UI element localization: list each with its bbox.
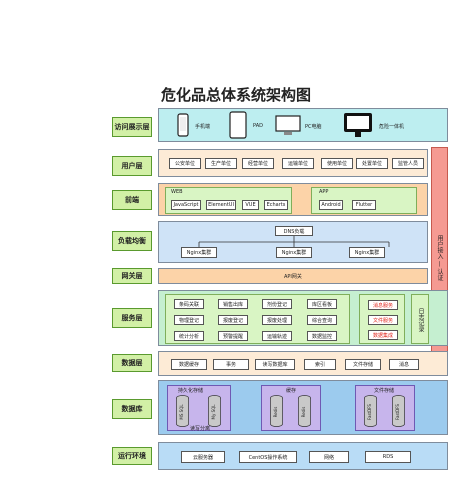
nginx-cluster: Nginx集群: [181, 247, 217, 258]
dns-box: DNS负载: [275, 226, 313, 236]
service-item: 销售出库: [218, 299, 248, 309]
label-lb-layer: 负载均衡: [112, 231, 152, 251]
data-item: 索引: [304, 359, 336, 370]
device-label-kiosk: 危险一体机: [379, 124, 405, 130]
label-gateway-layer: 网关层: [112, 268, 152, 284]
label-db-layer: 数据库: [112, 399, 152, 419]
db-layer: 持久化存储 MS SQL My SQL 读写分离 缓存 Redis Redis …: [158, 380, 448, 435]
mq-item: 数据集成: [368, 330, 398, 340]
user-item: 经营单位: [242, 158, 274, 169]
web-title: WEB: [171, 189, 183, 195]
label-frontend-layer: 前端: [112, 190, 152, 210]
web-item: Echarts: [264, 200, 288, 210]
service-grid: 条码关联 销售出库 剂份登记 库区看板 物理登记 报废登记 报废处理 综合查询 …: [165, 294, 350, 344]
app-item: Flutter: [352, 200, 376, 210]
device-label-phone: 手机端: [195, 124, 211, 130]
tablet-icon: [229, 111, 247, 139]
service-item: 综合查询: [307, 315, 337, 325]
device-label-pc: PC电脑: [305, 124, 322, 130]
service-item: 物理登记: [174, 315, 204, 325]
phone-icon: [177, 113, 189, 137]
cylinder-label: Redis: [273, 407, 278, 418]
device-label-pad: PAD: [253, 123, 263, 129]
user-item: 处置单位: [356, 158, 388, 169]
runtime-item: 云服务器: [181, 451, 225, 463]
runtime-item: CentOS操作系统: [239, 451, 297, 463]
gateway-layer: API网关: [158, 268, 428, 284]
service-item: 报废处理: [262, 315, 292, 325]
data-item: 读写数据库: [255, 359, 295, 370]
data-item: 数据缓存: [171, 359, 207, 370]
user-item: 监管人员: [392, 158, 424, 169]
runtime-item: 网络: [309, 451, 349, 463]
db-group-note: 读写分离: [190, 426, 211, 432]
log-label: 日志记录: [417, 308, 424, 332]
user-item: 运输单位: [282, 158, 314, 169]
user-layer: 公安单位 生产单位 经营单位 运输单位 使用单位 处置单位 监管人员: [158, 149, 428, 177]
kiosk-icon: [344, 113, 372, 137]
mq-item: 消息服务: [368, 300, 398, 310]
database-cylinder: FastDFS: [364, 395, 377, 427]
db-group-files: 文件存储 FastDFS FastDFS: [355, 385, 415, 431]
service-item: 剂份登记: [262, 299, 292, 309]
database-cylinder: My SQL: [208, 395, 221, 427]
label-access-layer: 访问展示层: [112, 117, 152, 137]
web-item: JavaScript: [171, 200, 201, 210]
app-title: APP: [319, 189, 329, 195]
web-group: WEB JavaScript ElementUI VUE Echarts: [165, 187, 292, 214]
frontend-layer: WEB JavaScript ElementUI VUE Echarts APP…: [158, 183, 428, 216]
db-group-cache: 缓存 Redis Redis: [261, 385, 321, 431]
cylinder-label: MS SQL: [179, 404, 184, 420]
service-layer: 条码关联 销售出库 剂份登记 库区看板 物理登记 报废登记 报废处理 综合查询 …: [158, 290, 448, 346]
auth-side-label: 用户接入 — 认证: [436, 235, 443, 281]
label-service-layer: 服务层: [112, 308, 152, 328]
mq-group: 消息服务 文件服务 数据集成: [359, 294, 405, 344]
db-group-title: 文件存储: [374, 388, 395, 394]
database-cylinder: Redis: [270, 395, 283, 427]
service-item: 运输轨迹: [262, 331, 292, 341]
api-gateway: API网关: [284, 274, 302, 280]
label-runtime-layer: 运行环境: [112, 447, 152, 465]
db-group-title: 持久化存储: [178, 388, 204, 394]
service-item: 数据监控: [307, 331, 337, 341]
cylinder-label: My SQL: [211, 404, 216, 420]
nginx-cluster: Nginx集群: [276, 247, 312, 258]
runtime-layer: 云服务器 CentOS操作系统 网络 RDS: [158, 442, 448, 470]
label-user-layer: 用户层: [112, 156, 152, 176]
app-item: Android: [319, 200, 343, 210]
lb-connectors: [198, 236, 390, 247]
data-item: 事务: [213, 359, 249, 370]
mq-item: 文件服务: [368, 315, 398, 325]
cylinder-label: FastDFS: [395, 404, 400, 420]
database-cylinder: MS SQL: [176, 395, 189, 427]
service-item: 预警提醒: [218, 331, 248, 341]
database-cylinder: FastDFS: [392, 395, 405, 427]
runtime-item: RDS: [365, 451, 411, 463]
log-group: 日志记录: [411, 294, 429, 344]
data-layer: 数据缓存 事务 读写数据库 索引 文件存储 消息: [158, 351, 448, 376]
data-item: 文件存储: [345, 359, 381, 370]
web-item: VUE: [242, 200, 259, 210]
web-item: ElementUI: [206, 200, 236, 210]
data-item: 消息: [389, 359, 419, 370]
database-cylinder: Redis: [298, 395, 311, 427]
app-group: APP Android Flutter: [311, 187, 417, 214]
user-item: 使用单位: [321, 158, 353, 169]
service-item: 报废登记: [218, 315, 248, 325]
access-layer: 手机端 PAD PC电脑 危险一体机: [158, 108, 448, 142]
db-group-persistent: 持久化存储 MS SQL My SQL 读写分离: [167, 385, 231, 432]
cylinder-label: Redis: [301, 407, 306, 418]
service-item: 库区看板: [307, 299, 337, 309]
monitor-icon: [275, 115, 301, 135]
nginx-cluster: Nginx集群: [349, 247, 385, 258]
page-title: 危化品总体系统架构图: [160, 86, 311, 104]
cylinder-label: FastDFS: [367, 404, 372, 420]
db-group-title: 缓存: [286, 388, 297, 394]
lb-layer: DNS负载 Nginx集群 Nginx集群 Nginx集群: [158, 221, 428, 263]
label-data-layer: 数据层: [112, 354, 152, 372]
service-item: 条码关联: [174, 299, 204, 309]
user-item: 公安单位: [169, 158, 201, 169]
user-item: 生产单位: [205, 158, 237, 169]
service-item: 统计分析: [174, 331, 204, 341]
